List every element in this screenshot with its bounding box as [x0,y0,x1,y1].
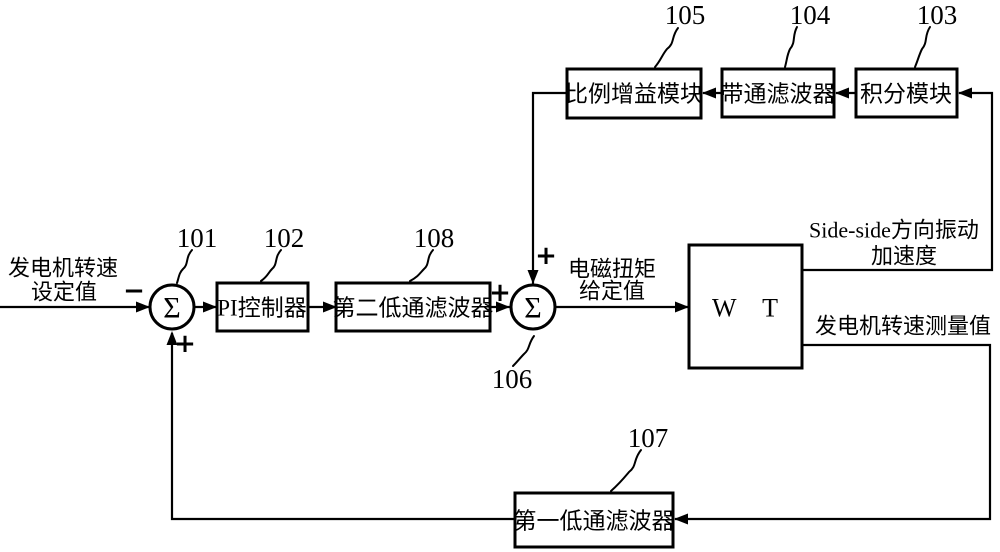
block-108-label: 第二低通滤波器 [333,296,494,321]
ref-number-107: 107 [628,423,669,453]
block-105-proportional-gain [565,67,703,120]
leader-line-101 [176,249,193,284]
arrowhead-into-gain105 [702,87,716,99]
arrowhead-into-lowpass107 [674,513,688,525]
leader-line-105 [654,27,679,68]
plus-sign-sum101-bottom: + [174,329,196,359]
ref-number-103: 103 [917,0,958,30]
label-torque-command-line1: 电磁扭矩 [568,257,656,282]
block-105-label: 比例增益模块 [565,82,703,107]
arrowhead-into-wt [675,301,689,313]
arrowhead-into-sum106-top [527,270,539,284]
connector-wt-to-integral103-sideside-accel [802,91,994,272]
arrowhead-into-lowpass108 [323,301,337,313]
block-103-integral-module [854,67,959,119]
label-sideside-vibration-line1: Side-side方向振动 [809,218,979,243]
arrowhead-into-sum101-left [136,301,150,313]
leader-line-103 [914,26,931,68]
leader-line-104 [784,26,798,68]
connector-gain105-to-sum106 [531,91,567,285]
ref-number-106: 106 [492,364,533,394]
block-104-bandpass-filter [720,67,836,119]
plus-sign-sum106-left: + [489,278,511,308]
leader-line-106 [512,335,535,367]
arrowhead-into-integral103 [958,87,972,99]
block-wt-plant [687,243,804,370]
block-102-label: PI控制器 [217,296,306,321]
block-102-pi-controller [215,281,310,333]
block-107-first-lowpass-filter [513,491,675,549]
label-speed-measured: 发电机转速测量值 [815,314,991,339]
plus-sign-sum106-top: + [535,241,557,271]
ref-number-105: 105 [665,0,706,30]
label-torque-command-line2: 给定值 [579,279,645,304]
leader-line-107 [610,449,642,492]
sigma-symbol-106: Σ [524,292,541,325]
connector-lowpass107-to-sum101 [170,333,515,521]
arrowhead-into-bandpass104 [835,87,849,99]
ref-number-104: 104 [790,0,831,30]
arrowhead-into-pi102 [203,301,217,313]
block-wt-label: W T [712,294,788,323]
sigma-symbol-101: Σ [163,292,180,325]
minus-sign-sum101: − [123,276,145,306]
block-108-second-lowpass-filter [334,281,492,333]
block-104-label: 带通滤波器 [721,82,836,107]
label-sideside-vibration-line2: 加速度 [871,244,937,269]
arrowhead-into-sum106-left [496,301,510,313]
ref-number-102: 102 [264,223,305,253]
leader-line-102 [260,249,282,282]
arrowhead-into-sum101-bottom [166,331,178,345]
ref-number-101: 101 [177,223,218,253]
connector-wt-to-lowpass107-speed-feedback [675,343,992,521]
ref-number-108: 108 [414,223,455,253]
summing-junction-106 [509,283,557,331]
block-103-label: 积分模块 [860,82,952,107]
summing-junction-101 [148,283,196,331]
block-107-label: 第一低通滤波器 [514,509,675,534]
label-speed-setpoint-line2: 设定值 [31,280,97,305]
leader-line-108 [409,249,434,282]
label-speed-setpoint-line1: 发电机转速 [8,256,118,281]
